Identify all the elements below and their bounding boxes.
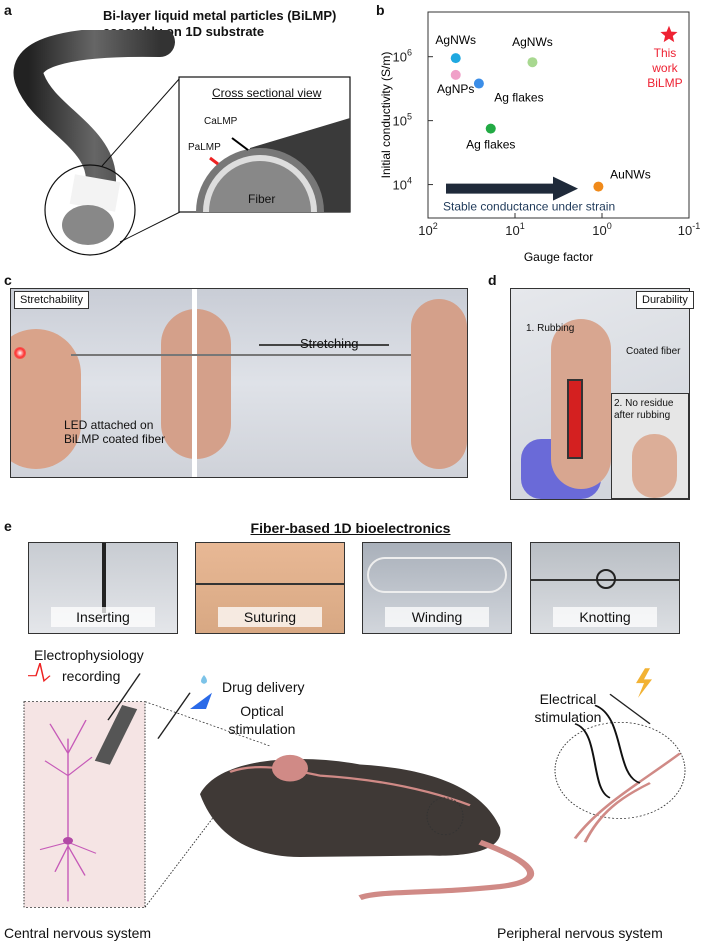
ephys-label-2: recording [62, 668, 121, 684]
x-tick-label: 101 [505, 221, 524, 238]
mouse-illustration [23, 662, 686, 908]
residue-inset [611, 393, 689, 499]
photo-label: Winding [385, 607, 489, 627]
optical-stimulation-label: Optical stimulation [222, 702, 302, 738]
photo-suturing: Suturing [195, 542, 345, 634]
drug-delivery-label: Drug delivery [222, 679, 305, 695]
durability-photo [510, 288, 690, 500]
fiber [102, 543, 106, 613]
finger-right [411, 299, 467, 469]
data-point [485, 123, 496, 134]
fiber-illustration [13, 30, 351, 256]
data-point [450, 53, 461, 64]
stretch-photo [10, 288, 468, 478]
tube [367, 557, 507, 593]
data-point [450, 69, 461, 80]
inset-title: Cross sectional view [212, 86, 322, 100]
fiber-label: Fiber [248, 192, 276, 206]
data-point [473, 78, 484, 89]
led-light [14, 347, 26, 359]
panel-e-title: Fiber-based 1D bioelectronics [250, 520, 451, 536]
rubbing-label: 1. Rubbing [526, 323, 575, 334]
point-label: AgNPs [437, 82, 474, 96]
stretchability-tag: Stretchability [14, 291, 89, 309]
x-axis-label: Gauge factor [524, 250, 593, 264]
photo-inserting: Inserting [28, 542, 178, 634]
photo-label: Knotting [553, 607, 657, 627]
palmp-label: PaLMP [188, 142, 221, 153]
title-line-1: Bi-layer liquid metal particles (BiLMP) [103, 8, 337, 23]
stretching-label: Stretching [300, 336, 359, 351]
electrical-line-2: stimulation [534, 709, 602, 725]
residue-line-1: 2. No residue [614, 398, 674, 409]
panel-c-label: c [4, 272, 12, 288]
x-tick-label: 102 [418, 221, 437, 238]
knot [596, 569, 616, 589]
coated-fiber-label: Coated fiber [626, 346, 681, 357]
point-label: Ag flakes [466, 138, 515, 152]
led-caption: LED attached on BiLMP coated fiber [64, 418, 165, 446]
photo-label: Inserting [51, 607, 155, 627]
strain-arrow [446, 176, 578, 201]
this-work-label: work [651, 61, 678, 75]
y-tick-label: 106 [393, 48, 412, 65]
photo-winding: Winding [362, 542, 512, 634]
point-label: AuNWs [610, 168, 651, 182]
y-axis-label: Initial conductivity (S/m) [379, 52, 393, 179]
rub-arrow [567, 379, 583, 459]
data-point [593, 181, 604, 192]
photo-knotting: Knotting [530, 542, 680, 634]
electrical-line-1: Electrical [539, 691, 597, 707]
point-label: AgNWs [435, 33, 476, 47]
panel-a-label: a [4, 2, 12, 18]
plot-frame [427, 11, 690, 219]
panel-e-label: e [4, 518, 12, 534]
stretching-arrow [259, 344, 389, 346]
panel-a-title: Bi-layer liquid metal particles (BiLMP) … [103, 8, 336, 40]
residue-line-2: after rubbing [614, 410, 671, 421]
led-line-2: BiLMP coated fiber [64, 432, 166, 446]
point-label: Ag flakes [494, 91, 543, 105]
panel-d-label: d [488, 272, 497, 288]
y-tick-label: 104 [393, 176, 412, 193]
panel-b-label: b [376, 2, 385, 18]
electrical-stimulation-label: Electrical stimulation [528, 690, 608, 726]
point-label: AgNWs [512, 35, 553, 49]
y-tick-label: 105 [393, 112, 412, 129]
optical-line-1: Optical [240, 703, 284, 719]
this-work-label: BiLMP [647, 76, 682, 90]
finger-clean [632, 434, 677, 498]
pns-label: Peripheral nervous system [497, 925, 663, 941]
optical-line-2: stimulation [228, 721, 296, 737]
x-tick-label: 10-1 [678, 221, 700, 238]
photo-label: Suturing [218, 607, 322, 627]
x-tick-label: 100 [592, 221, 611, 238]
data-point [527, 57, 538, 68]
this-work-star [660, 25, 678, 43]
fiber [71, 354, 411, 356]
led-line-1: LED attached on [64, 418, 154, 432]
durability-tag: Durability [636, 291, 694, 309]
cns-label: Central nervous system [4, 925, 152, 941]
ephys-label-1: Electrophysiology [34, 647, 144, 663]
fiber [196, 583, 344, 585]
residue-caption: 2. No residue after rubbing [614, 398, 673, 422]
this-work-label: This [654, 46, 677, 60]
annotation: Stable conductance under strain [443, 200, 615, 214]
divider [192, 289, 197, 477]
calmp-label: CaLMP [204, 116, 238, 127]
